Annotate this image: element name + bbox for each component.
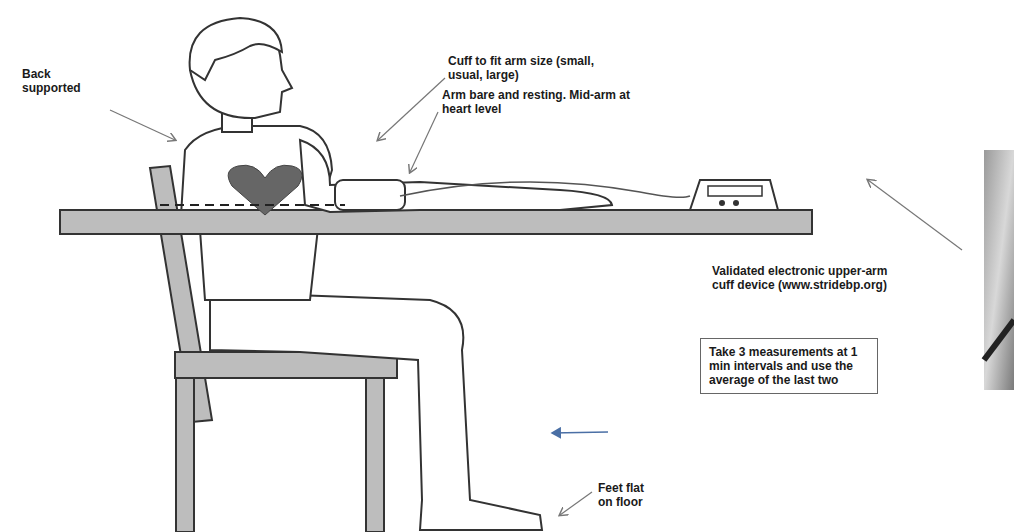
heart-symbol	[228, 165, 302, 215]
cuff-tube	[400, 182, 690, 197]
bp-monitor	[690, 180, 778, 210]
photo-fragment	[984, 320, 1014, 360]
callout-label: Back supported	[22, 67, 94, 95]
photo-fragment	[984, 150, 1014, 390]
callout-label: Arm bare and resting. Mid-arm at heart l…	[442, 88, 657, 116]
table	[60, 210, 812, 234]
person-head	[190, 18, 292, 132]
person-arm	[300, 140, 612, 212]
leader-arrow	[110, 78, 962, 515]
bp-cuff	[335, 180, 405, 210]
heart-level-line	[160, 204, 345, 206]
callout-label: Cuff to fit arm size (small, usual, larg…	[448, 54, 598, 82]
callout-label: Validated electronic upper-arm cuff devi…	[712, 264, 897, 292]
callout-label: Feet flat on floor	[598, 481, 660, 509]
note-box: Take 3 measurements at 1 min intervals a…	[700, 338, 878, 394]
pointer-arrow	[552, 432, 608, 433]
person-legs	[210, 292, 542, 530]
note-text: Take 3 measurements at 1 min intervals a…	[709, 345, 869, 387]
